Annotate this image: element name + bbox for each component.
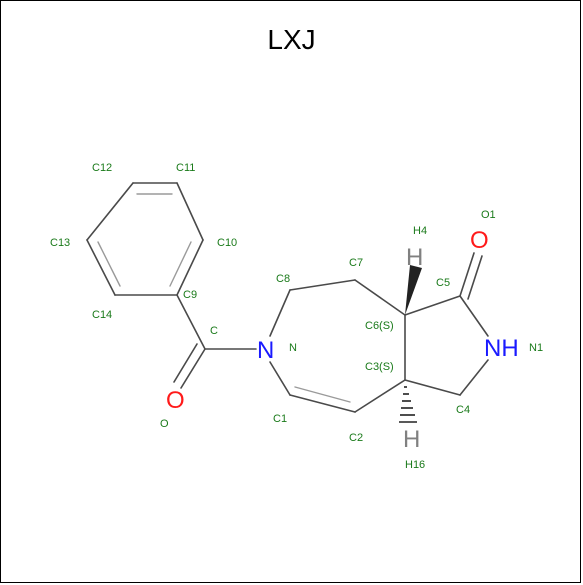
label-c11: C11 <box>176 162 195 174</box>
label-c8: C8 <box>276 273 290 285</box>
hydrogen-bottom: H <box>403 426 420 453</box>
label-c4: C4 <box>456 404 470 416</box>
azepine-ring <box>269 279 406 413</box>
hydrogen-top: H <box>406 244 423 271</box>
label-h16: H16 <box>405 459 425 471</box>
nitrogen-ring: N <box>257 337 274 364</box>
label-h4: H4 <box>413 225 427 237</box>
label-c6: C6(S) <box>365 320 394 332</box>
lactam-ring <box>404 252 489 396</box>
label-c14: C14 <box>92 309 112 321</box>
nitrogen-lactam: NH <box>484 335 519 362</box>
oxygen-lactam: O <box>470 227 489 254</box>
label-o: O <box>160 418 169 430</box>
label-c7: C7 <box>349 257 363 269</box>
label-c: C <box>210 325 218 337</box>
bond-c-o-2 <box>173 343 198 383</box>
label-c2: C2 <box>349 432 363 444</box>
label-n1: N1 <box>529 342 543 354</box>
oxygen-carbonyl: O <box>166 387 185 414</box>
label-n: N <box>289 342 297 354</box>
label-c3: C3(S) <box>365 361 394 373</box>
label-o1: O1 <box>481 209 496 221</box>
label-c12: C12 <box>92 162 112 174</box>
wedge-bond-h4 <box>405 265 422 315</box>
label-c13: C13 <box>50 237 70 249</box>
label-c9: C9 <box>183 289 197 301</box>
bond-c-o-1 <box>180 348 206 389</box>
molecule-title: LXJ <box>267 24 316 55</box>
hashed-bond-h16 <box>399 386 417 423</box>
bond-c9-c <box>176 294 206 350</box>
benzene-ring <box>86 182 204 296</box>
label-c1: C1 <box>273 413 287 425</box>
label-c5: C5 <box>436 277 450 289</box>
label-c10: C10 <box>217 237 237 249</box>
